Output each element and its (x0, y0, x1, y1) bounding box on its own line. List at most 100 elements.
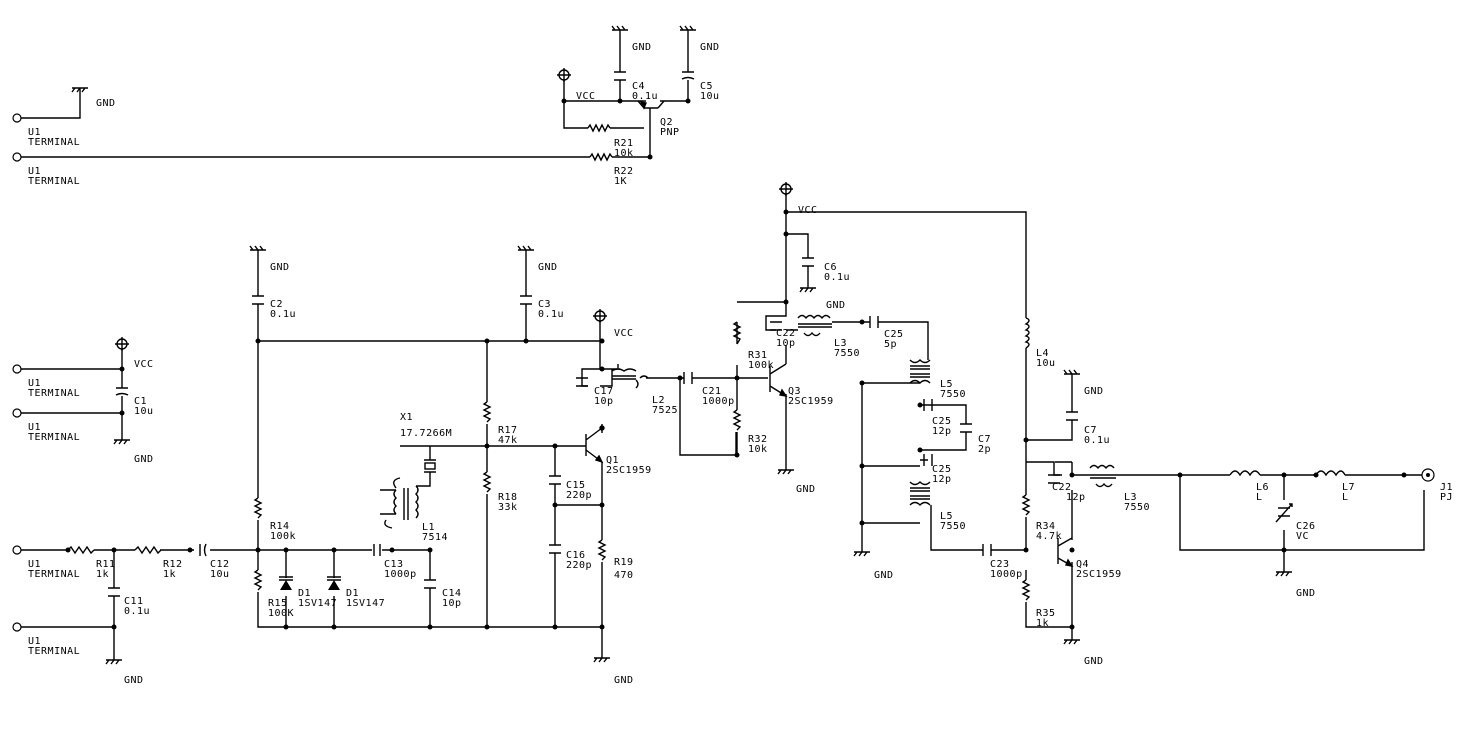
gnd-label: GND (796, 484, 816, 495)
c1-label: C1 (134, 396, 147, 407)
c25-label: C25 (884, 329, 904, 340)
gnd-label: GND (1084, 656, 1104, 667)
c13-value: 1000p (384, 569, 417, 580)
r15-value: 100K (268, 608, 294, 619)
c22-label: C22 (776, 328, 796, 339)
gnd-symbols (71, 25, 1292, 665)
r32-value: 10k (748, 444, 768, 455)
r34-label: R34 (1036, 521, 1056, 532)
r12-value: 1k (163, 569, 176, 580)
d1-value: 1SV147 (298, 598, 337, 609)
x1-value: 17.7266M (400, 428, 452, 439)
gnd-label: GND (124, 675, 144, 686)
u1-label: U1 (28, 378, 41, 389)
terminal-label: TERMINAL (28, 137, 80, 148)
component-labels: GND U1 TERMINAL U1 TERMINAL VCC GND GND … (28, 42, 1453, 686)
resistor-symbols (67, 123, 1031, 601)
c23-value: 1000p (990, 569, 1023, 580)
c5-label: C5 (700, 81, 713, 92)
r35-value: 1k (1036, 618, 1049, 629)
vcc-label: VCC (614, 328, 634, 339)
r34-value: 4.7k (1036, 531, 1062, 542)
r17-label: R17 (498, 425, 518, 436)
q1-label: Q1 (606, 455, 619, 466)
c25-label: C25 (932, 416, 952, 427)
c23-label: C23 (990, 559, 1010, 570)
j1-value: PJ (1440, 492, 1453, 503)
c14-value: 10p (442, 598, 462, 609)
wires (21, 30, 1425, 660)
c21-value: 1000p (702, 396, 735, 407)
vcc-symbols (115, 68, 793, 351)
c16-value: 220p (566, 560, 592, 571)
q2-value: PNP (660, 127, 680, 138)
l4-label: L4 (1036, 348, 1049, 359)
r31-label: R31 (748, 350, 768, 361)
terminal-label: TERMINAL (28, 388, 80, 399)
r14-value: 100k (270, 531, 296, 542)
c4-value: 0.1u (632, 91, 658, 102)
l1-label: L1 (422, 522, 435, 533)
r22-value: 1K (614, 176, 627, 187)
c26-value: VC (1296, 531, 1309, 542)
junction-dots (65, 98, 1407, 630)
c7-value: 0.1u (1084, 435, 1110, 446)
l4-value: 10u (1036, 358, 1056, 369)
c17-value: 10p (594, 396, 614, 407)
r11-value: 1k (96, 569, 109, 580)
c22-value: 12p (1066, 492, 1086, 503)
gnd-label: GND (614, 675, 634, 686)
c14-label: C14 (442, 588, 462, 599)
vcc-label: VCC (576, 91, 596, 102)
r18-value: 33k (498, 502, 518, 513)
r15-label: R15 (268, 598, 288, 609)
varactor-diodes (279, 576, 341, 590)
r18-label: R18 (498, 492, 518, 503)
l2-value: 7525 (652, 405, 678, 416)
c13-label: C13 (384, 559, 404, 570)
c22-value: 10p (776, 338, 796, 349)
l5-label: L5 (940, 511, 953, 522)
c5-value: 10u (700, 91, 720, 102)
l3-label: L3 (1124, 492, 1137, 503)
crystal-x1 (424, 459, 436, 473)
d1-value: 1SV147 (346, 598, 385, 609)
q2-label: Q2 (660, 117, 673, 128)
l5-label: L5 (940, 379, 953, 390)
r19-label: R19 (614, 557, 634, 568)
terminal-label: TERMINAL (28, 432, 80, 443)
c6-label: C6 (824, 262, 837, 273)
u1-label: U1 (28, 127, 41, 138)
transistor-symbols (585, 100, 1074, 567)
x1-label: X1 (400, 412, 413, 423)
l6-value: L (1256, 492, 1263, 503)
q4-value: 2SC1959 (1076, 569, 1122, 580)
q4-label: Q4 (1076, 559, 1089, 570)
c25-value: 12p (932, 474, 952, 485)
d1-label: D1 (346, 588, 359, 599)
l7-value: L (1342, 492, 1349, 503)
gnd-label: GND (538, 262, 558, 273)
c25-value: 5p (884, 339, 897, 350)
u1-label: U1 (28, 636, 41, 647)
terminal-label: TERMINAL (28, 176, 80, 187)
c7-value: 2p (978, 444, 991, 455)
r11-label: R11 (96, 559, 116, 570)
l2-label: L2 (652, 395, 665, 406)
j1-connector (1421, 468, 1435, 482)
r14-label: R14 (270, 521, 290, 532)
c16-label: C16 (566, 550, 586, 561)
c12-label: C12 (210, 559, 230, 570)
c3-label: C3 (538, 299, 551, 310)
c17-label: C17 (594, 386, 614, 397)
vcc-label: VCC (134, 359, 154, 370)
terminal-label: TERMINAL (28, 569, 80, 580)
l5-value: 7550 (940, 389, 966, 400)
c3-value: 0.1u (538, 309, 564, 320)
c22-label: C22 (1052, 482, 1072, 493)
r12-label: R12 (163, 559, 183, 570)
q3-label: Q3 (788, 386, 801, 397)
q3-value: 2SC1959 (788, 396, 834, 407)
r21-label: R21 (614, 138, 634, 149)
